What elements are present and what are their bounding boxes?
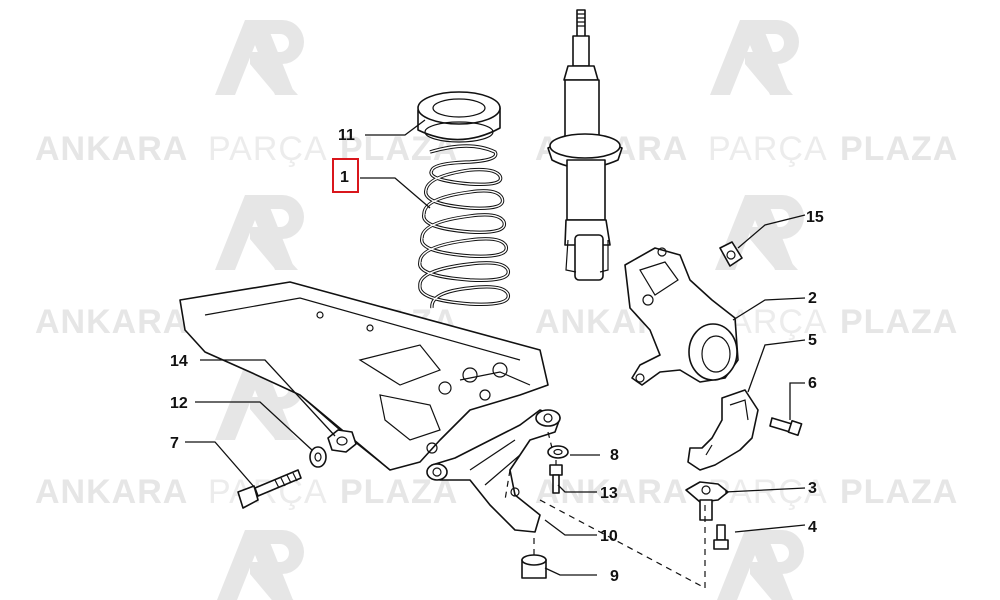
ap-logo-icon (710, 20, 799, 95)
watermark-text-row: ANKARA PARÇA PLAZA (35, 130, 457, 168)
washer-large-part (309, 446, 327, 468)
callout-12[interactable]: 12 (170, 395, 188, 412)
callout-labels: 11 1 15 2 5 6 3 4 8 13 10 9 14 12 7 (170, 127, 824, 585)
bracket-part (687, 389, 759, 471)
leader-lines (185, 119, 806, 576)
shock-absorber-part (547, 9, 623, 281)
callout-15[interactable]: 15 (806, 209, 824, 226)
callout-14[interactable]: 14 (170, 353, 188, 370)
callout-5[interactable]: 5 (808, 332, 817, 349)
washer-part (547, 445, 569, 459)
svg-text:ANKARA: ANKARA (535, 473, 688, 511)
callout-3[interactable]: 3 (808, 480, 817, 497)
washer-plate-part (719, 241, 743, 267)
ball-joint-part (685, 481, 729, 521)
svg-text:PLAZA: PLAZA (840, 130, 958, 168)
ap-logo-icon (217, 530, 304, 600)
bolt-part (769, 417, 803, 437)
ap-logo-icon (215, 20, 304, 95)
callout-13[interactable]: 13 (600, 485, 618, 502)
callout-11[interactable]: 11 (338, 127, 355, 144)
bolt-vertical-part (549, 464, 563, 494)
callout-4[interactable]: 4 (808, 519, 817, 536)
svg-text:ANKARA: ANKARA (35, 130, 188, 168)
svg-text:PARÇA: PARÇA (708, 130, 828, 168)
svg-text:ANKARA: ANKARA (35, 473, 188, 511)
callout-8[interactable]: 8 (610, 447, 619, 464)
svg-text:ANKARA: ANKARA (35, 303, 188, 341)
assembly-lines (504, 431, 706, 590)
ap-logo-icon (215, 195, 304, 270)
lower-control-arm-part (426, 409, 561, 533)
svg-text:PARÇA: PARÇA (208, 130, 328, 168)
ap-logo-icon (717, 530, 804, 600)
steering-knuckle-part (624, 247, 739, 386)
callout-10[interactable]: 10 (600, 528, 618, 545)
callout-7[interactable]: 7 (170, 435, 179, 452)
bolt-small-part (713, 524, 729, 550)
callout-6[interactable]: 6 (808, 375, 817, 392)
long-bolt-part (237, 469, 302, 509)
coil-spring-part (418, 144, 510, 309)
callout-9[interactable]: 9 (610, 568, 619, 585)
highlight-box (332, 158, 359, 193)
watermark-text-row: ANKARA PARÇA PLAZA (535, 473, 958, 511)
callout-2[interactable]: 2 (808, 290, 817, 307)
spring-seat-part (417, 91, 501, 143)
svg-text:PLAZA: PLAZA (840, 303, 958, 341)
bushing-part (521, 554, 547, 579)
callout-1[interactable]: 1 (340, 169, 349, 186)
watermark-text-row: ANKARA PARÇA PLAZA (535, 303, 958, 341)
svg-text:PLAZA: PLAZA (840, 473, 958, 511)
